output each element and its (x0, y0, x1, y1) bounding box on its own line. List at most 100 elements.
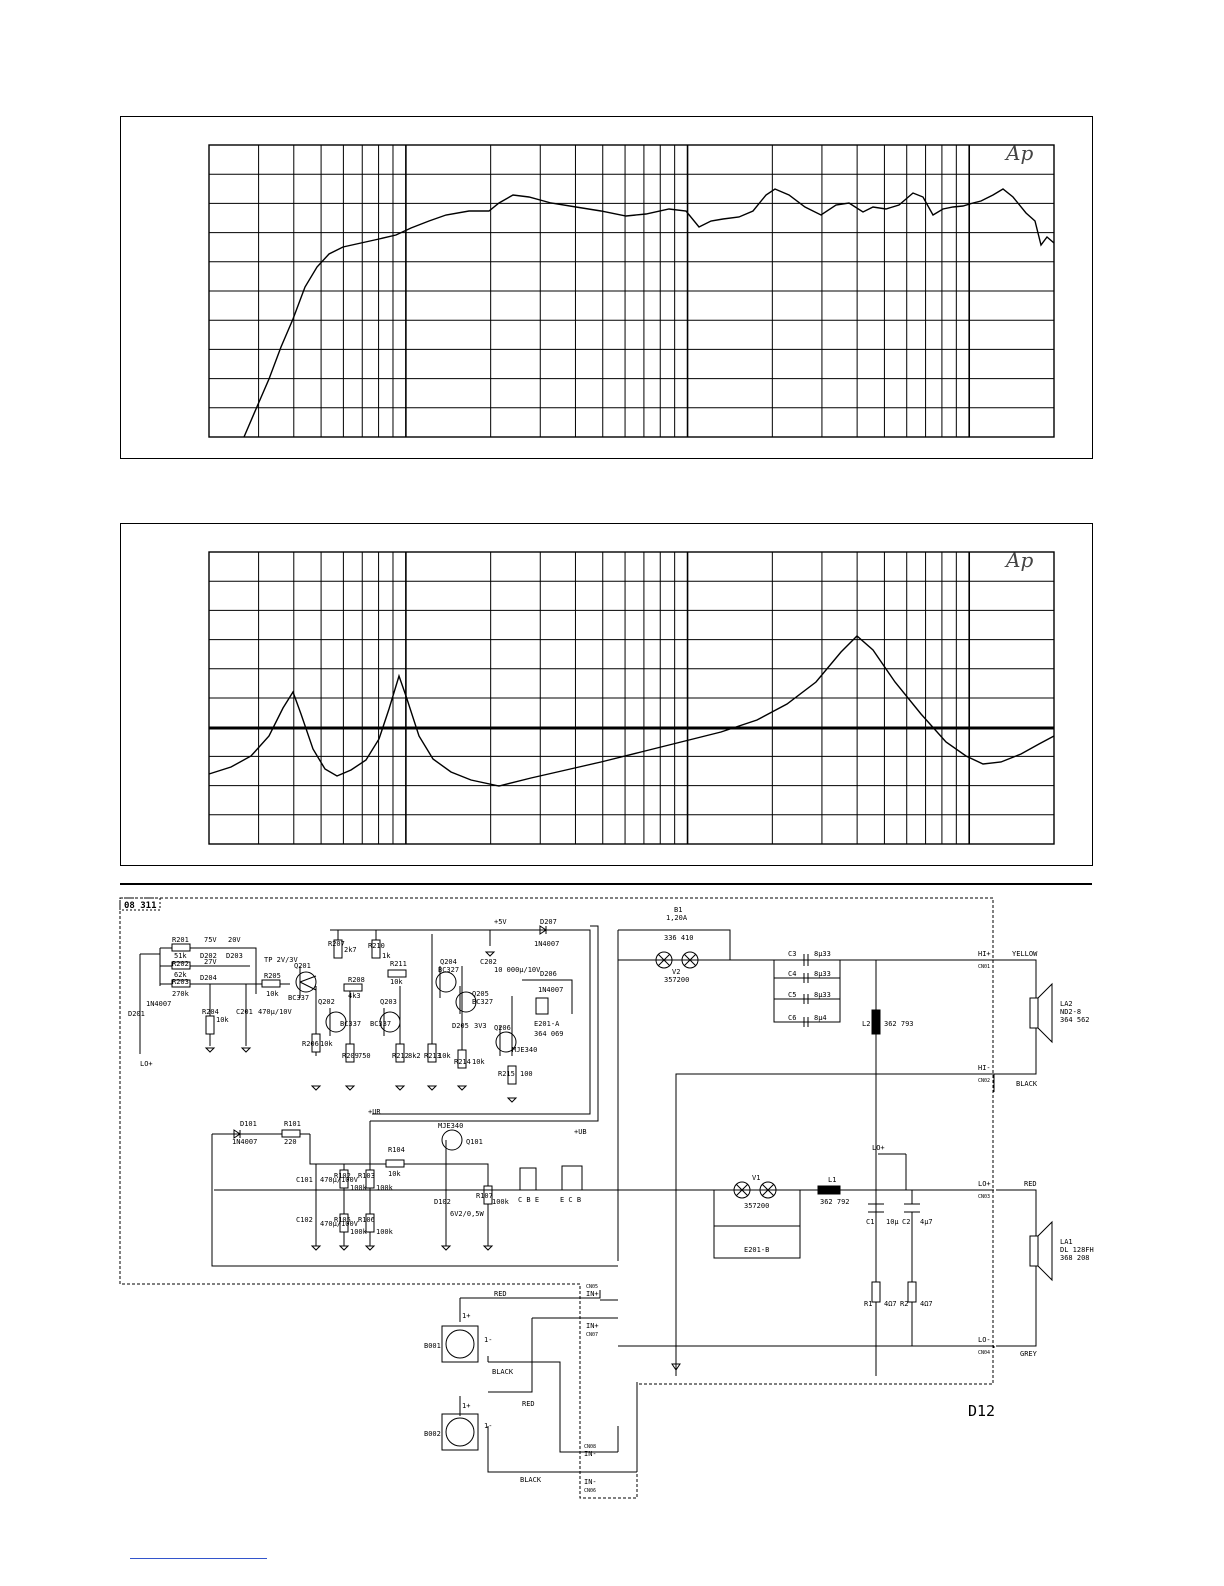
label: 10k (266, 990, 279, 998)
label: 364 069 (534, 1030, 564, 1038)
label: R208 (348, 976, 365, 984)
label: D101 (240, 1120, 257, 1128)
label: E201-A (534, 1020, 560, 1028)
label: BLACK (520, 1476, 542, 1484)
frequency-response-chart (208, 144, 1055, 438)
label: 10k (472, 1058, 485, 1066)
label: R205 (264, 972, 281, 980)
label: CN06 (584, 1488, 596, 1494)
label: 4µ7 (920, 1218, 933, 1226)
label: 470µ/10V (258, 1008, 293, 1016)
label: 6V2/0,5W (450, 1210, 485, 1218)
frequency-response-chart-frame: Ap (120, 116, 1093, 459)
label: LO+ (978, 1180, 991, 1188)
label: C1 (866, 1218, 874, 1226)
label: R210 (368, 942, 385, 950)
label: RED (1024, 1180, 1037, 1188)
label: 4k3 (348, 992, 361, 1000)
label: R209 (342, 1052, 359, 1060)
label: IN- (584, 1478, 597, 1486)
label: C B E (518, 1196, 539, 1204)
label: 1+ (462, 1402, 470, 1410)
label: BC327 (438, 966, 459, 974)
label: 220 (284, 1138, 297, 1146)
label: +UB (574, 1128, 587, 1136)
label: 364 562 (1060, 1016, 1090, 1024)
label: 10k (320, 1040, 333, 1048)
label: R202 (172, 960, 189, 968)
label: CN07 (586, 1332, 598, 1338)
label: 1- (484, 1422, 492, 1430)
label: 336 410 (664, 934, 694, 942)
label: B001 (424, 1342, 441, 1350)
impedance-curve (208, 635, 1055, 787)
label: R103 (358, 1172, 375, 1180)
label: R2 (900, 1300, 908, 1308)
label: 100k (376, 1184, 394, 1192)
label: 2k7 (344, 946, 357, 954)
label: R204 (202, 1008, 219, 1016)
label: R212 (392, 1052, 409, 1060)
label: GREY (1020, 1350, 1038, 1358)
label: 20V (228, 936, 241, 944)
label: 270k (172, 990, 190, 998)
label: IN+ (586, 1290, 599, 1298)
label: E C B (560, 1196, 581, 1204)
label: D207 (540, 918, 557, 926)
label: CN02 (978, 1078, 990, 1084)
footer-rule (130, 1558, 267, 1559)
label: HI- (978, 1064, 991, 1072)
label: BLACK (1016, 1080, 1038, 1088)
label: C2 (902, 1218, 910, 1226)
label: 8µ33 (814, 950, 831, 958)
label: V1 (752, 1174, 760, 1182)
label: BLACK (492, 1368, 514, 1376)
label: +UR (368, 1108, 381, 1116)
label: TP 2V/3V (264, 956, 299, 964)
label: Q101 (466, 1138, 483, 1146)
label: C5 (788, 991, 796, 999)
label: 10k (390, 978, 403, 986)
board-number: 08 311 (124, 901, 157, 911)
label: 10k (388, 1170, 401, 1178)
label: D204 (200, 974, 217, 982)
label: 51k (174, 952, 187, 960)
label: 1N4007 (538, 986, 563, 994)
label: B002 (424, 1430, 441, 1438)
board-outline (119, 897, 994, 1499)
label: LO+ (140, 1060, 153, 1068)
label: 100k (350, 1228, 368, 1236)
label: 1N4007 (232, 1138, 257, 1146)
label: C6 (788, 1014, 796, 1022)
label: D205 (452, 1022, 469, 1030)
label: 357200 (744, 1202, 769, 1210)
label: D203 (226, 952, 243, 960)
label: 10k (216, 1016, 229, 1024)
label: IN+ (586, 1322, 599, 1330)
label: D102 (434, 1198, 451, 1206)
ap-logo: Ap (1006, 141, 1034, 165)
label: +5V (494, 918, 507, 926)
label: R101 (284, 1120, 301, 1128)
label: Q203 (380, 998, 397, 1006)
label: LA1 (1060, 1238, 1073, 1246)
label: 470µ/100V (320, 1176, 359, 1184)
label: 100k (376, 1228, 394, 1236)
label: C4 (788, 970, 796, 978)
label: MJE340 (438, 1122, 463, 1130)
label: 1,20A (666, 914, 688, 922)
label: CN08 (584, 1444, 596, 1450)
frequency-response-curve (243, 188, 1055, 438)
label: C202 (480, 958, 497, 966)
label: 1- (484, 1336, 492, 1344)
label: C201 (236, 1008, 253, 1016)
label: 8µ33 (814, 991, 831, 999)
label: R215 (498, 1070, 515, 1078)
label: R102 (334, 1172, 351, 1180)
label: LO- (978, 1336, 991, 1344)
label: 10µ (886, 1218, 899, 1226)
label: R206 (302, 1040, 319, 1048)
label: RED (522, 1400, 535, 1408)
impedance-chart (208, 551, 1055, 845)
label: 100k (492, 1198, 510, 1206)
